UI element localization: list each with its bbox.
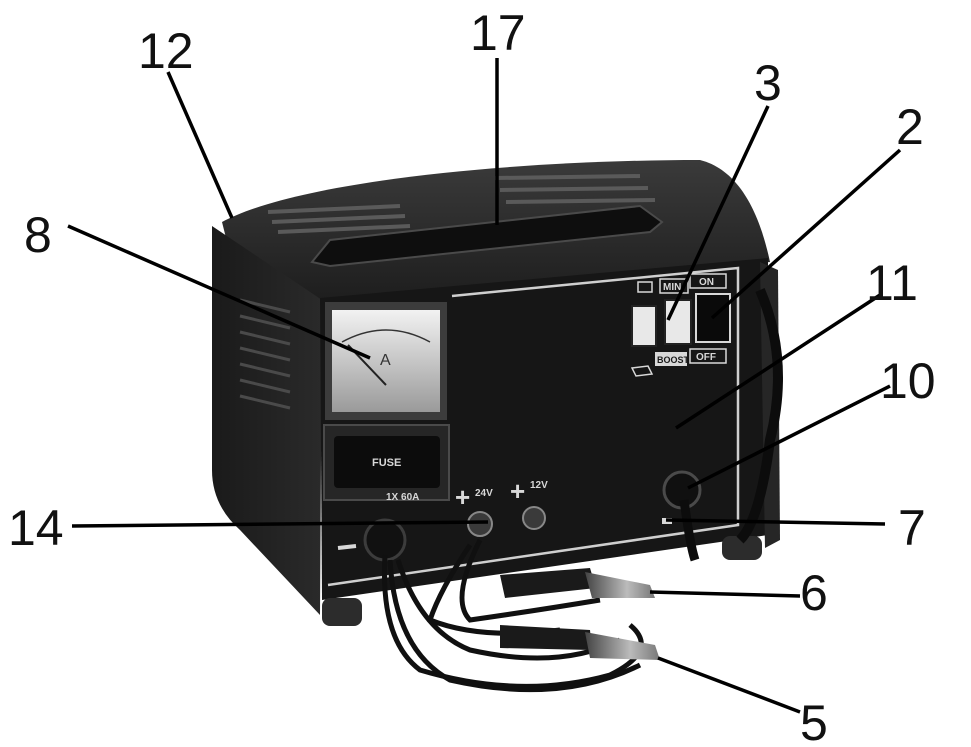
charge-mode-switch[interactable] <box>664 299 692 345</box>
charge-mode-switch-left[interactable] <box>631 305 657 347</box>
on-label: ON <box>699 277 714 288</box>
clamp-upper <box>500 568 655 598</box>
carry-handle <box>310 204 664 268</box>
leader-2 <box>710 148 902 320</box>
callout-14: 14 <box>8 500 64 556</box>
callout-8: 8 <box>24 207 52 263</box>
side-vents <box>239 298 291 410</box>
boost-label-box <box>655 352 687 366</box>
leader-8 <box>67 224 371 360</box>
fuse-rating: 1X 60A <box>386 492 419 503</box>
output-terminals: + 24V + 12V <box>337 476 548 562</box>
ammeter-unit-label: A <box>380 352 391 369</box>
ammeter-face <box>332 310 440 412</box>
negative-cable-grommet <box>363 518 407 562</box>
callout-12: 12 <box>138 23 194 79</box>
clamp-upper-grip <box>500 568 596 598</box>
housing-foot-left <box>322 598 362 626</box>
boost-label: BOOST <box>657 355 690 365</box>
plus-sign-24v: + <box>455 482 470 512</box>
clamp-lower-grip <box>500 625 592 650</box>
leader-3 <box>666 105 770 321</box>
min-label-box <box>659 278 689 294</box>
plus-sign-12v: + <box>510 476 525 506</box>
mains-cable <box>679 499 700 562</box>
clamp-lower-jaw <box>585 632 660 660</box>
terminal-24v-label: 24V <box>475 488 493 499</box>
callout-2: 2 <box>896 99 924 155</box>
callout-17: 17 <box>470 5 526 61</box>
minus-sign <box>337 544 357 550</box>
terminal-12v-post[interactable] <box>522 506 546 530</box>
callout-5: 5 <box>800 695 828 747</box>
leader-lines <box>67 58 902 714</box>
fuse-cap <box>334 436 440 488</box>
callout-7: 7 <box>898 500 926 556</box>
leader-12 <box>166 71 234 219</box>
callout-10: 10 <box>880 353 936 409</box>
battery-icon-bottom <box>630 365 654 377</box>
on-label-box <box>689 273 727 289</box>
clamp-lower <box>500 625 660 660</box>
ammeter-scale <box>341 329 431 343</box>
terminal-12v-label: 12V <box>530 480 548 491</box>
leader-10 <box>687 384 891 490</box>
callout-numbers: 12 17 3 2 8 11 10 14 7 6 5 <box>8 5 936 747</box>
leader-14 <box>71 520 489 528</box>
leader-5 <box>657 656 801 714</box>
front-panel-border <box>327 266 740 587</box>
callout-6: 6 <box>800 565 828 621</box>
fuse-holder: FUSE 1X 60A <box>323 424 450 503</box>
min-label: MIN <box>663 282 681 293</box>
switch-cluster: MIN ON BOOST OFF <box>630 273 731 377</box>
fuse-label: FUSE <box>372 457 401 469</box>
callout-11: 11 <box>866 255 918 311</box>
off-label-box <box>689 348 727 364</box>
leader-7 <box>665 518 886 526</box>
terminal-24v-post[interactable] <box>467 511 493 537</box>
housing-foot-right <box>722 536 762 560</box>
top-vents <box>267 174 656 234</box>
leader-11 <box>675 293 881 430</box>
clamp-upper-jaw <box>585 572 655 598</box>
ammeter: A <box>325 302 447 420</box>
callout-3: 3 <box>754 55 782 111</box>
off-label: OFF <box>696 352 716 363</box>
battery-icon-top <box>637 281 653 293</box>
leader-6 <box>649 590 801 598</box>
